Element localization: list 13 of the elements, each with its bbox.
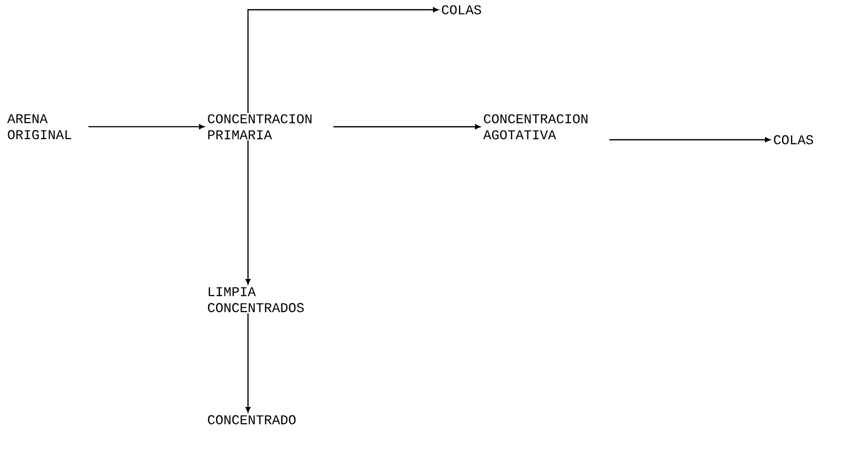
arrow — [246, 313, 250, 412]
arrow — [333, 124, 480, 130]
arrow — [609, 137, 770, 142]
arrow — [88, 124, 204, 130]
step-label: CONCENTRADO — [208, 415, 296, 424]
step-label: ARENA ORIGINAL — [7, 114, 72, 140]
step-label: LIMPIA CONCENTRADOS — [208, 287, 304, 312]
step-label: COLAS — [774, 135, 814, 144]
arrow — [246, 140, 250, 284]
arrow — [247, 7, 438, 113]
step-label: COLAS — [442, 5, 482, 14]
step-label: CONCENTRACION AGOTATIVA — [483, 114, 588, 140]
step-label: CONCENTRACION PRIMARIA — [208, 114, 312, 140]
